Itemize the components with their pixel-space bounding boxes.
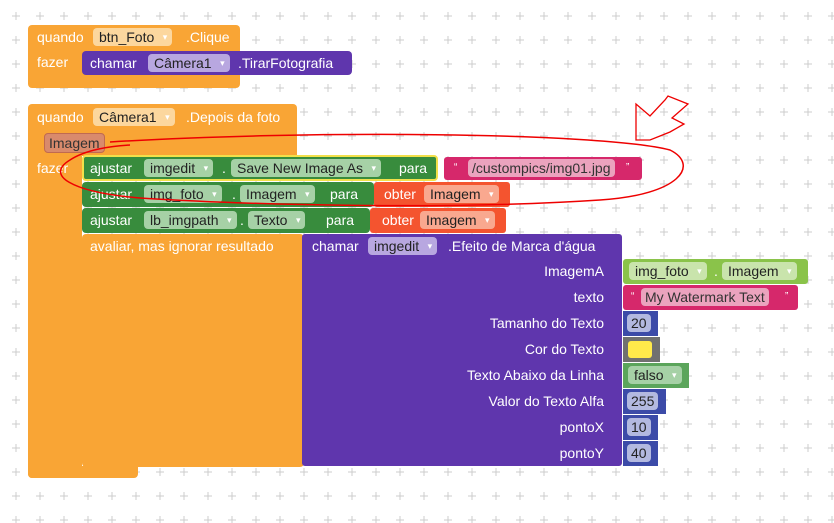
set-imgedit-save-new-image-as[interactable]: ajustar imgedit . Save New Image As para — [82, 155, 438, 181]
dot-separator: . — [714, 263, 718, 279]
arg-text-block[interactable]: “ My Watermark Text ” — [623, 285, 798, 310]
arg-label: Tamanho do Texto — [489, 315, 604, 331]
component-dropdown[interactable]: imgedit — [368, 237, 438, 255]
method-name: .Efeito de Marca d'água — [448, 238, 596, 254]
quote-close: ” — [626, 162, 630, 173]
arg-label: Texto Abaixo da Linha — [467, 367, 604, 383]
event-name: .Clique — [186, 29, 230, 45]
call-imgedit-watermark[interactable]: chamar imgedit .Efeito de Marca d'água I… — [302, 234, 622, 466]
evaluate-ignore-block[interactable]: avaliar, mas ignorar resultado — [82, 234, 304, 467]
do-label: fazer — [37, 160, 69, 176]
event-name: .Depois da foto — [186, 109, 281, 125]
arg-boolean[interactable]: falso — [623, 363, 689, 388]
arg-number[interactable]: 40 — [623, 441, 658, 466]
arg-number[interactable]: 10 — [623, 415, 658, 440]
method-name: .TirarFotografia — [238, 55, 334, 71]
text-block-path[interactable]: “ /custompics/img01.jpg ” — [444, 157, 642, 180]
call-label: chamar — [312, 238, 359, 254]
when-label: quando — [37, 29, 84, 45]
event-block-camera-after-picture[interactable]: quando Câmera1 .Depois da foto Imagem — [28, 104, 297, 156]
event-body-rail: fazer — [28, 155, 82, 478]
number-value[interactable]: 10 — [627, 418, 651, 436]
get-label: obter — [382, 212, 414, 228]
param-imagem[interactable]: Imagem — [44, 133, 105, 153]
color-swatch[interactable] — [628, 341, 652, 358]
set-lb-imgpath-texto[interactable]: ajustar lb_imgpath . Texto para — [82, 208, 370, 233]
dot-separator: . — [232, 186, 236, 202]
arg-number[interactable]: 255 — [623, 389, 666, 414]
arg-label: texto — [573, 289, 604, 305]
do-label: fazer — [37, 54, 69, 70]
arg-color[interactable] — [623, 337, 660, 362]
variable-dropdown[interactable]: Imagem — [420, 211, 495, 229]
get-imagem[interactable]: obter Imagem — [370, 208, 506, 233]
component-dropdown[interactable]: imgedit — [144, 159, 214, 177]
arg-label: pontoY — [559, 445, 604, 461]
quote-open: “ — [454, 162, 458, 173]
property-dropdown[interactable]: Save New Image As — [231, 159, 382, 177]
set-label: ajustar — [90, 186, 133, 202]
property-dropdown[interactable]: Imagem — [722, 262, 797, 280]
component-dropdown[interactable]: btn_Foto — [93, 28, 173, 46]
to-label: para — [330, 186, 359, 202]
get-label: obter — [384, 186, 416, 202]
set-img-foto-imagem[interactable]: ajustar img_foto . Imagem para — [82, 182, 374, 207]
component-dropdown[interactable]: img_foto — [629, 262, 707, 280]
arg-number[interactable]: 20 — [623, 311, 658, 336]
arg-img-foto-imagem[interactable]: img_foto . Imagem — [623, 259, 808, 284]
property-dropdown[interactable]: Imagem — [240, 185, 315, 203]
number-value[interactable]: 40 — [627, 444, 651, 462]
event-bottom — [28, 466, 138, 478]
text-value[interactable]: My Watermark Text — [641, 288, 769, 306]
evaluate-label: avaliar, mas ignorar resultado — [90, 238, 274, 254]
set-label: ajustar — [90, 212, 133, 228]
get-imagem[interactable]: obter Imagem — [374, 182, 510, 207]
arg-label: Valor do Texto Alfa — [488, 393, 604, 409]
arg-label: ImagemA — [544, 263, 604, 279]
component-dropdown[interactable]: lb_imgpath — [144, 211, 237, 229]
quote-open: “ — [631, 291, 635, 302]
call-label: chamar — [90, 55, 137, 71]
variable-dropdown[interactable]: Imagem — [424, 185, 499, 203]
boolean-dropdown[interactable]: falso — [628, 366, 682, 384]
dot-separator: . — [222, 160, 226, 176]
arg-label: Cor do Texto — [524, 341, 604, 357]
arg-label: pontoX — [559, 419, 604, 435]
to-label: para — [399, 160, 428, 176]
dot-separator: . — [240, 212, 244, 228]
set-label: ajustar — [90, 160, 133, 176]
component-dropdown[interactable]: Câmera1 — [93, 108, 175, 126]
text-value[interactable]: /custompics/img01.jpg — [468, 159, 615, 177]
quote-close: ” — [785, 291, 789, 302]
number-value[interactable]: 255 — [627, 392, 659, 410]
property-dropdown[interactable]: Texto — [248, 211, 306, 229]
component-dropdown[interactable]: img_foto — [144, 185, 222, 203]
when-label: quando — [37, 109, 84, 125]
call-camera-take-picture[interactable]: chamar Câmera1 .TirarFotografia — [82, 51, 352, 75]
to-label: para — [326, 212, 355, 228]
number-value[interactable]: 20 — [627, 314, 651, 332]
component-dropdown[interactable]: Câmera1 — [148, 54, 230, 72]
